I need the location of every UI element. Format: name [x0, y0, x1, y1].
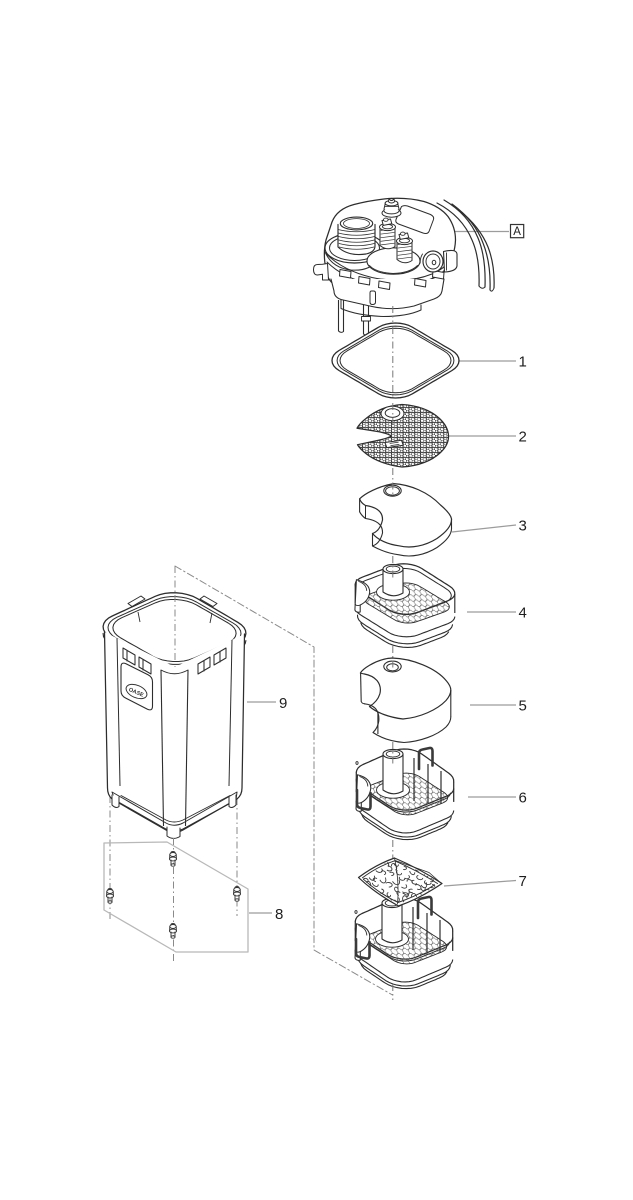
svg-text:9: 9 — [279, 695, 287, 712]
svg-text:1: 1 — [519, 354, 527, 371]
svg-text:2: 2 — [519, 429, 527, 446]
svg-text:5: 5 — [519, 698, 527, 715]
svg-text:OASE: OASE — [128, 687, 145, 699]
svg-text:3: 3 — [519, 518, 527, 535]
svg-text:7: 7 — [519, 873, 527, 890]
svg-text:8: 8 — [275, 906, 283, 923]
svg-text:A: A — [513, 226, 521, 238]
svg-text:4: 4 — [519, 605, 527, 622]
svg-text:6: 6 — [519, 790, 527, 807]
